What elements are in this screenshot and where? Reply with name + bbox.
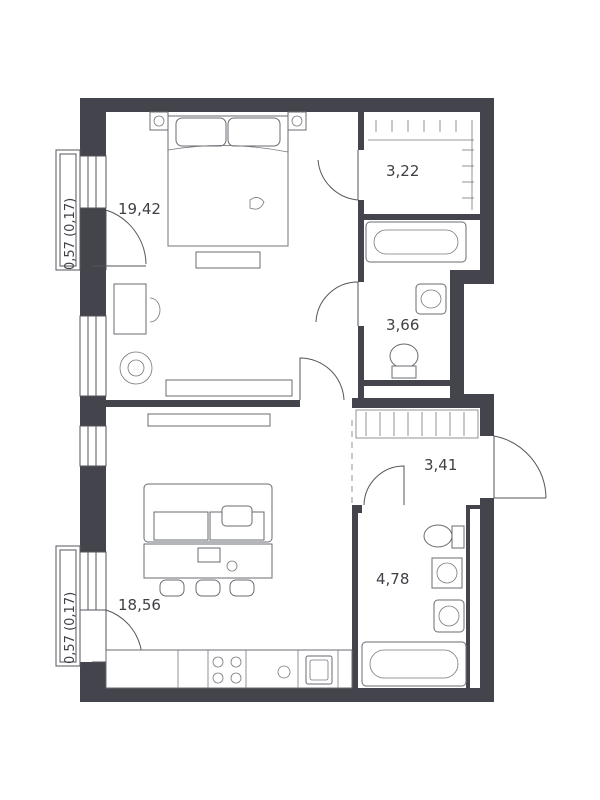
wardrobe-rail: [368, 120, 474, 210]
room-area-bathroom-bottom: 4,78: [376, 570, 409, 588]
tv-stand-icon: [147, 379, 293, 427]
balcony-bottom-label: 0,57 (0,17): [63, 592, 78, 664]
balcony-top-label: 0,57 (0,17): [63, 198, 78, 270]
bench-icon: [195, 251, 261, 269]
interior-walls: [92, 112, 480, 688]
sofa-icon: [143, 483, 273, 543]
desk-icon: [113, 283, 161, 335]
hallway-wardrobe: [355, 409, 479, 439]
sink-icon: [277, 655, 333, 685]
bathtub-top-icon: [365, 221, 467, 263]
room-area-hallway: 3,41: [424, 456, 457, 474]
room-area-wardrobe: 3,22: [386, 162, 419, 180]
outer-walls: [80, 98, 494, 702]
toilet-top-icon: [389, 343, 419, 379]
bathtub-bottom-icon: [361, 641, 467, 687]
room-area-living-kitchen: 18,56: [118, 596, 161, 614]
stove-icon: [212, 656, 242, 684]
nightstand-left-icon: [149, 111, 169, 131]
washbasin-top-icon: [415, 283, 447, 315]
plant-icon: [119, 351, 153, 385]
room-area-bathroom-top: 3,66: [386, 316, 419, 334]
balcony-top: 0,57 (0,17): [55, 149, 81, 271]
windows: [79, 155, 107, 611]
toilet-bottom-icon: [423, 524, 465, 549]
nightstand-right-icon: [287, 111, 307, 131]
washing-machine-icon: [431, 557, 463, 589]
balcony-bottom: 0,57 (0,17): [55, 545, 81, 667]
washbasin-bottom-icon: [433, 599, 465, 633]
room-area-bedroom: 19,42: [118, 200, 161, 218]
dining-table-icon: [143, 543, 273, 597]
bed-icon: [167, 115, 289, 247]
